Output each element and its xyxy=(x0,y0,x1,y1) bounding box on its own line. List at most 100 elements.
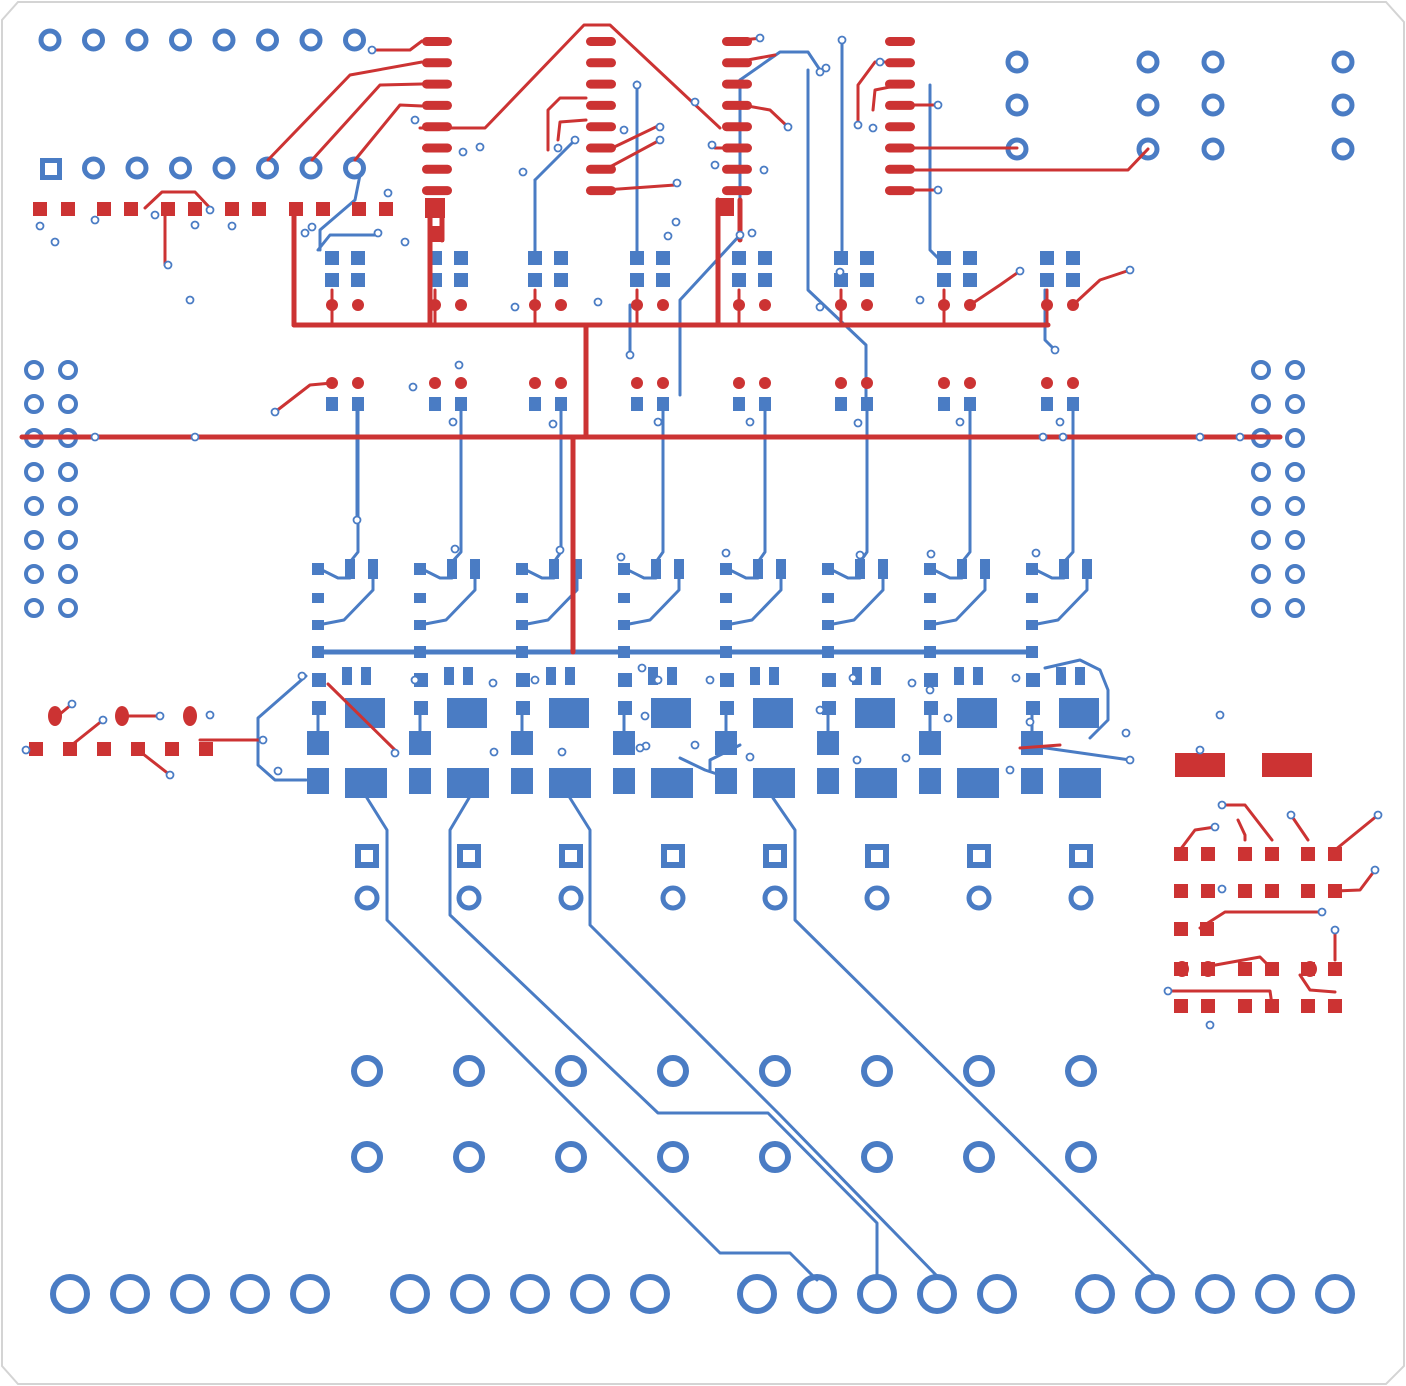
resistor-pad xyxy=(546,667,556,685)
sot-pad xyxy=(1082,559,1092,579)
ic-pad xyxy=(885,37,915,46)
via xyxy=(1015,266,1025,276)
smd-pad xyxy=(165,742,179,756)
small-pad xyxy=(733,397,745,411)
power-pad xyxy=(447,768,489,798)
via xyxy=(400,237,410,247)
small-pad xyxy=(631,397,643,411)
power-pad xyxy=(817,731,839,755)
side-header-pin xyxy=(1285,564,1305,584)
resistor-pad xyxy=(648,667,658,685)
small-pad xyxy=(937,251,951,265)
via xyxy=(1235,432,1245,442)
round-pad xyxy=(455,299,467,311)
via xyxy=(619,125,629,135)
ic-pad xyxy=(1238,884,1252,898)
copper-trace xyxy=(928,576,987,627)
small-pad xyxy=(834,273,848,287)
side-header-pin xyxy=(58,394,78,414)
smd-pad xyxy=(124,202,138,216)
resistor-pad xyxy=(720,673,734,687)
header-pin xyxy=(82,156,105,180)
round-pad xyxy=(529,377,541,389)
sot-pad xyxy=(1059,559,1069,579)
sot-pad xyxy=(368,559,378,579)
ic-pad xyxy=(1174,922,1188,936)
terminal-pad xyxy=(1065,1141,1097,1173)
copper-trace xyxy=(622,576,681,627)
copper-trace xyxy=(418,566,454,580)
via xyxy=(1317,907,1327,917)
terminal-block-pin xyxy=(1315,1274,1355,1314)
smd-pad xyxy=(252,202,266,216)
round-pad xyxy=(1067,377,1079,389)
smd-pad xyxy=(161,202,175,216)
copper-trace xyxy=(450,408,463,564)
power-pad xyxy=(715,768,737,794)
via xyxy=(190,432,200,442)
via xyxy=(1031,548,1041,558)
power-pad xyxy=(549,768,591,798)
resistor-pad xyxy=(312,673,326,687)
terminal-block-pin xyxy=(230,1274,270,1314)
via xyxy=(300,228,310,238)
side-header-pin xyxy=(1285,394,1305,414)
sot-pad xyxy=(447,559,457,579)
copper-trace xyxy=(603,183,677,192)
via xyxy=(163,260,173,270)
connector-pin xyxy=(354,885,380,911)
pin-hole xyxy=(667,850,679,862)
via xyxy=(853,120,863,130)
round-pad xyxy=(733,377,745,389)
power-pad xyxy=(817,768,839,794)
resistor-pad xyxy=(516,673,530,687)
header-pin xyxy=(1005,50,1029,74)
ic-pad xyxy=(1265,884,1279,898)
via xyxy=(383,188,393,198)
via xyxy=(783,122,793,132)
header-pin xyxy=(125,156,149,180)
copper-trace xyxy=(533,138,577,182)
via xyxy=(625,350,635,360)
resistor-pad xyxy=(750,667,760,685)
header-pin xyxy=(343,28,366,52)
terminal-pad xyxy=(555,1055,587,1087)
copper-trace xyxy=(622,566,658,580)
small-pad xyxy=(554,273,568,287)
via xyxy=(297,671,307,681)
via xyxy=(1038,432,1048,442)
ic-pad xyxy=(422,79,452,89)
copper-trace xyxy=(1043,658,1110,740)
copper-trace xyxy=(365,796,819,1282)
via xyxy=(1330,925,1340,935)
copper-trace xyxy=(448,796,879,1278)
small-pad xyxy=(834,251,848,265)
ic-pad xyxy=(1301,999,1315,1013)
power-pad xyxy=(957,768,999,798)
side-header-pin xyxy=(24,462,44,482)
via xyxy=(848,673,858,683)
via xyxy=(710,160,720,170)
sot-pad xyxy=(822,593,834,603)
round-pad xyxy=(352,377,364,389)
via xyxy=(901,753,911,763)
small-pad xyxy=(937,273,951,287)
copper-trace xyxy=(856,60,902,127)
via xyxy=(1217,800,1227,810)
resistor-pad xyxy=(1075,667,1085,685)
ic-pad xyxy=(586,37,616,46)
ic-pad xyxy=(422,164,452,174)
via xyxy=(185,295,195,305)
power-pad xyxy=(345,698,385,728)
via xyxy=(1215,710,1225,720)
ic-pad xyxy=(722,186,752,196)
ic-pad xyxy=(586,100,616,110)
side-header-pin xyxy=(24,530,44,550)
terminal-block-pin xyxy=(797,1274,837,1314)
round-pad xyxy=(631,377,643,389)
via xyxy=(1217,884,1227,894)
via xyxy=(367,45,377,55)
small-pad xyxy=(860,273,874,287)
smd-pad xyxy=(97,742,111,756)
terminal-pad xyxy=(963,1141,995,1173)
